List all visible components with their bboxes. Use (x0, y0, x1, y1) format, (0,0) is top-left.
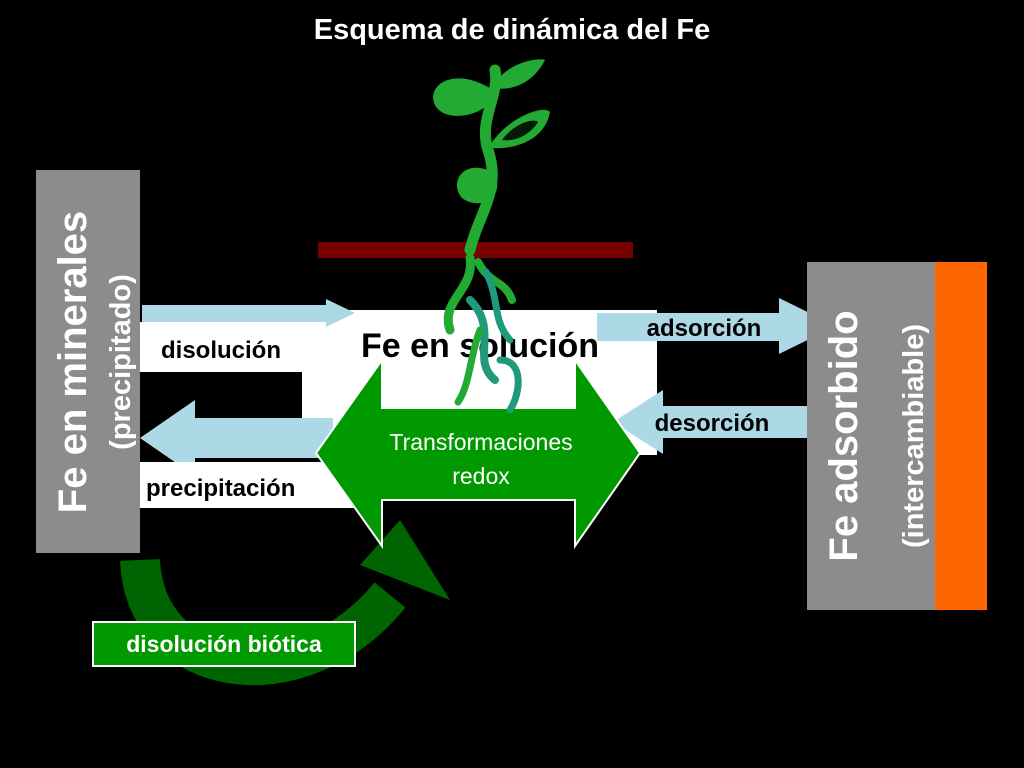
dissolution-arrow (142, 299, 355, 327)
dissolution-label: disolución (161, 337, 281, 364)
minerals-sublabel: (precipitado) (105, 274, 137, 450)
biotic-dissolution-label: disolución biótica (126, 631, 322, 657)
dissolution-label-bg (140, 322, 302, 372)
diagram-title: Esquema de dinámica del Fe (313, 14, 711, 46)
minerals-label: Fe en minerales (51, 211, 95, 513)
precipitation-label: precipitación (146, 475, 295, 502)
redox-label-line1: Transformaciones (389, 429, 572, 455)
redox-label-line2: redox (452, 463, 510, 489)
adsorbed-sublabel: (intercambiable) (898, 324, 930, 548)
biotic-dissolution-box (92, 621, 356, 667)
adsorbed-box (807, 262, 935, 610)
desorption-label: desorción (655, 410, 770, 437)
adsorption-label: adsorción (647, 315, 762, 342)
adsorbed-label: Fe adsorbido (822, 310, 866, 561)
minerals-box (36, 170, 140, 553)
desorption-arrow (613, 390, 830, 454)
adsorbed-orange-strip (935, 262, 987, 610)
redox-double-arrow (314, 356, 642, 550)
precipitation-arrow (140, 400, 333, 476)
plant-icon (433, 59, 550, 414)
